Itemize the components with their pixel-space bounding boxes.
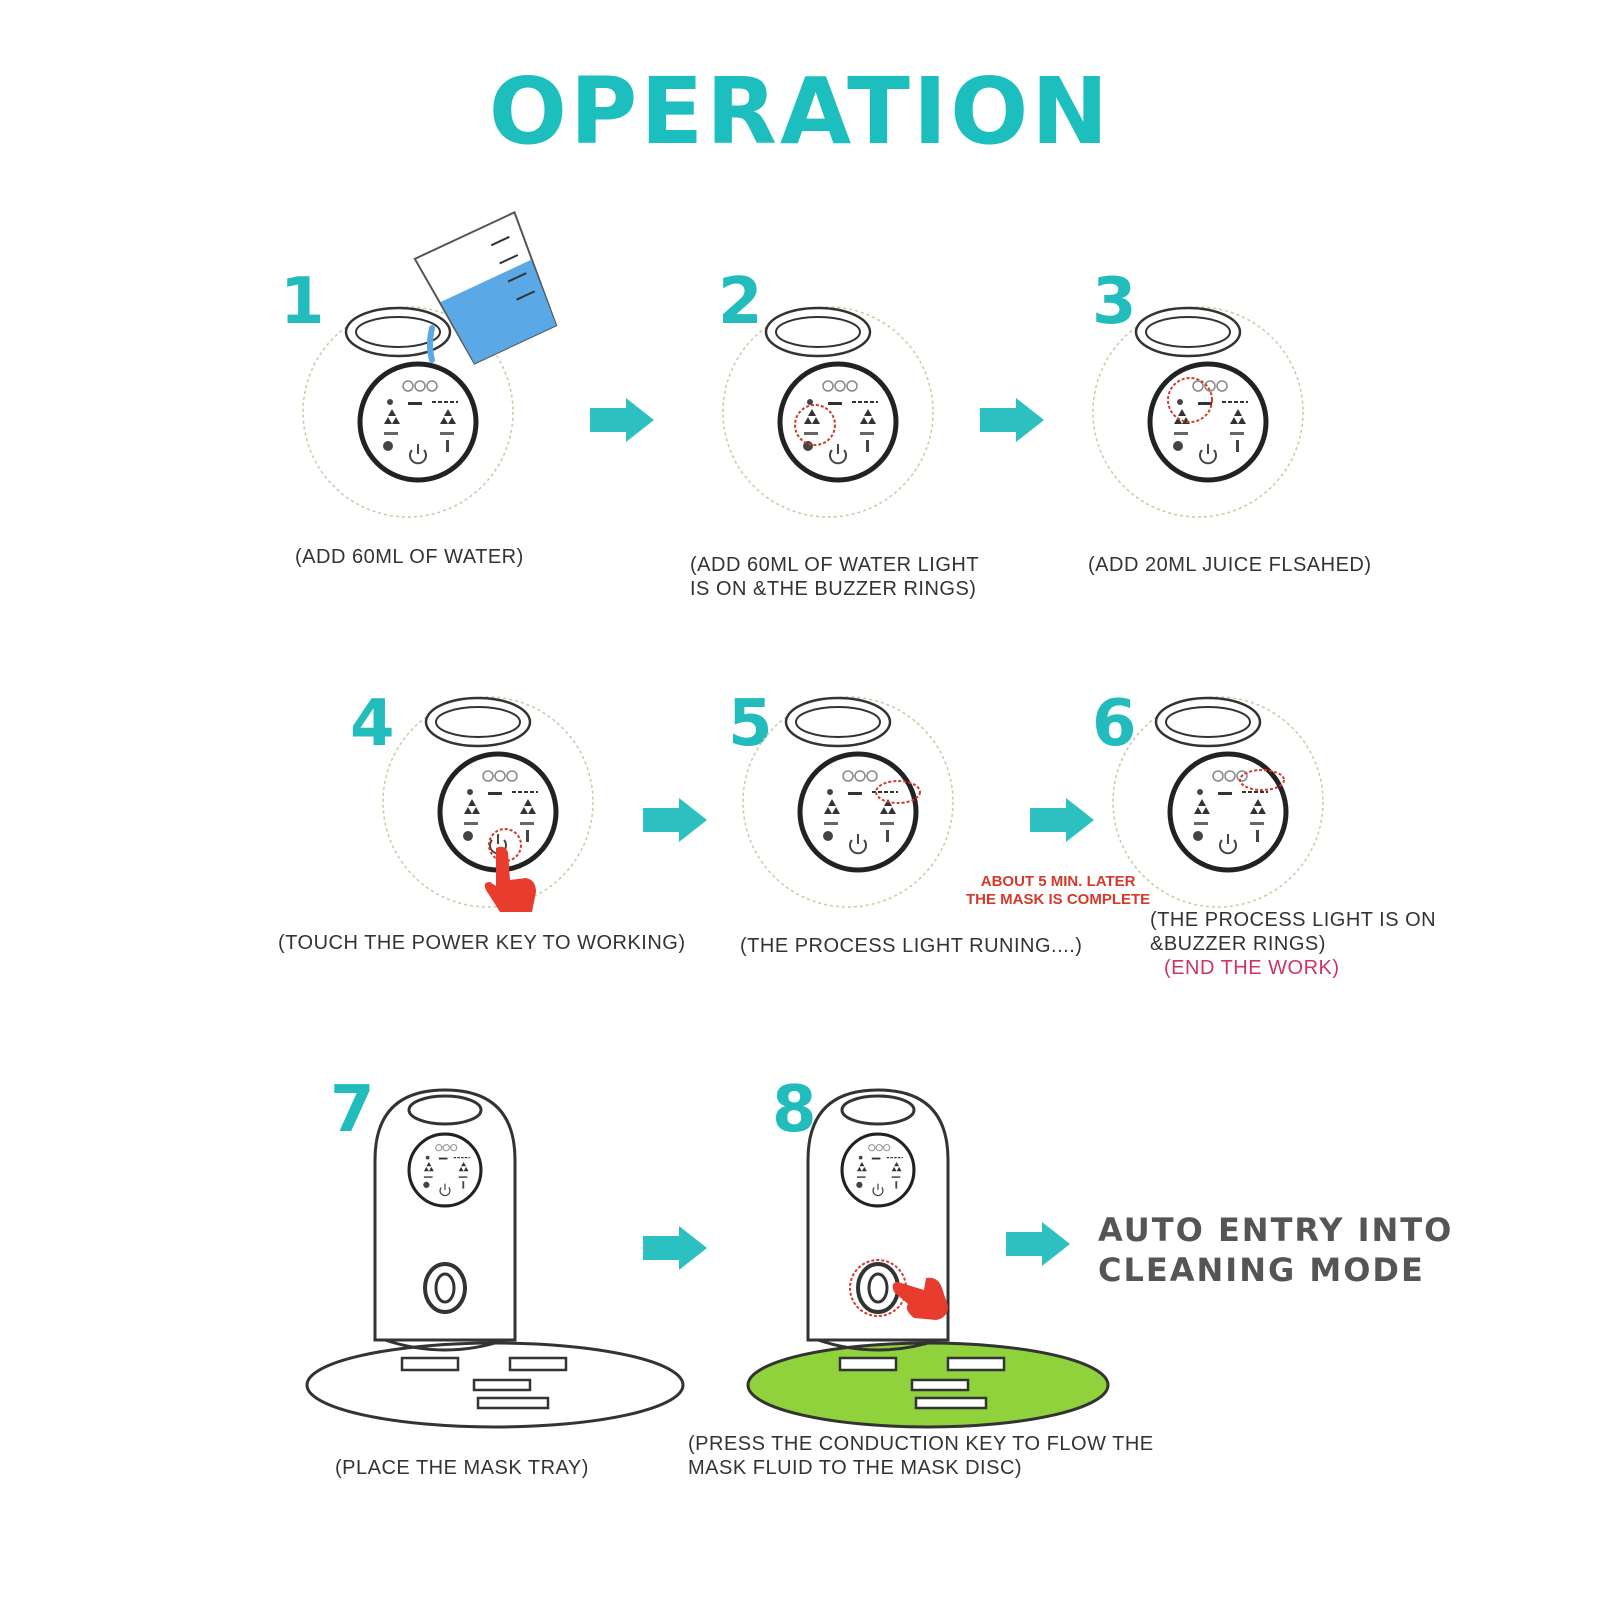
cleaning-mode-line: CLEANING MODE [1098,1251,1425,1289]
step-number-3: 3 [1092,265,1137,339]
step-number-4: 4 [350,687,395,761]
measuring-cup-icon [413,211,558,365]
step-7-caption: (PLACE THE MASK TRAY) [335,1457,589,1479]
time-note-line: THE MASK IS COMPLETE [966,891,1151,908]
step-6-end-text: (END THE WORK) [1164,957,1340,979]
step-8-caption-line: MASK FLUID TO THE MASK DISC) [688,1457,1023,1479]
step-4-caption: (TOUCH THE POWER KEY TO WORKING) [278,932,686,954]
step-2-caption-line: IS ON &THE BUZZER RINGS) [690,578,977,600]
time-note: ABOUT 5 MIN. LATER THE MASK IS COMPLETE [966,873,1150,909]
arrow-right-icon [590,398,654,442]
cleaning-mode-line: AUTO ENTRY INTO [1098,1211,1454,1249]
step-number-2: 2 [718,265,763,339]
step-number-5: 5 [728,687,773,761]
arrow-right-icon [643,1226,707,1270]
step-3-caption: (ADD 20ML JUICE FLSAHED) [1088,554,1372,576]
step-number-1: 1 [280,265,325,339]
step-2-caption: (ADD 60ML OF WATER LIGHT IS ON &THE BUZZ… [690,553,979,601]
step-8-caption-line: (PRESS THE CONDUCTION KEY TO FLOW THE [688,1433,1154,1455]
step-6-caption: (THE PROCESS LIGHT IS ON &BUZZER RINGS) … [1150,908,1436,980]
arrow-right-icon [980,398,1044,442]
step-2-caption-line: (ADD 60ML OF WATER LIGHT [690,554,980,576]
step-6-caption-line: &BUZZER RINGS) [1150,933,1326,955]
hand-pointer-icon [892,1277,948,1320]
step-6-caption-line: (THE PROCESS LIGHT IS ON [1150,909,1437,931]
step-8-caption: (PRESS THE CONDUCTION KEY TO FLOW THE MA… [688,1432,1154,1480]
page-title: OPERATION [488,58,1112,165]
step-5-caption: (THE PROCESS LIGHT RUNING....) [740,935,1083,957]
step-number-7: 7 [330,1073,375,1147]
step-1-caption: (ADD 60ML OF WATER) [295,546,524,568]
arrow-right-icon [1030,798,1094,842]
step-number-8: 8 [772,1073,817,1147]
time-note-line: ABOUT 5 MIN. LATER [980,873,1136,890]
hand-pointer-icon [484,846,536,912]
arrow-right-icon [643,798,707,842]
arrow-right-icon [1006,1222,1070,1266]
step-number-6: 6 [1092,687,1137,761]
cleaning-mode-text: AUTO ENTRY INTO CLEANING MODE [1098,1210,1453,1290]
